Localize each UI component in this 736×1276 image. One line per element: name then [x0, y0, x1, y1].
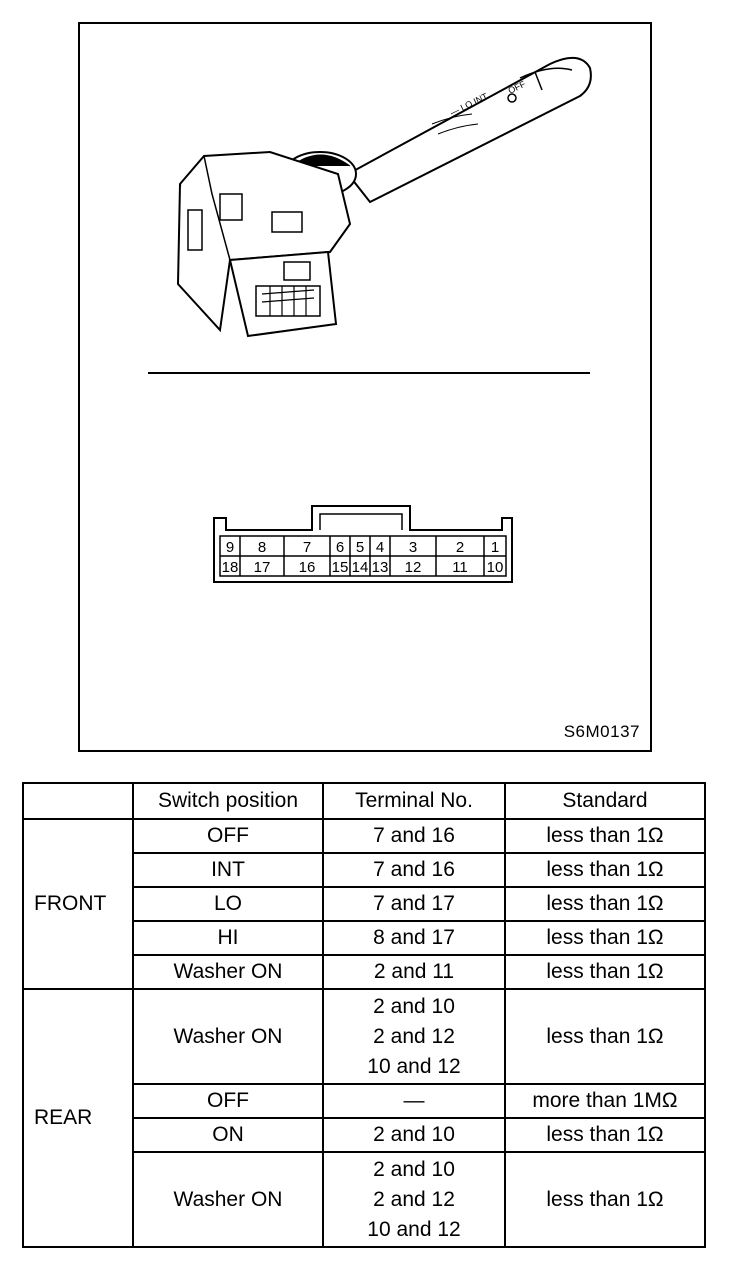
switch-position: LO — [132, 886, 324, 922]
table-row: HI 8 and 17 less than 1Ω — [23, 920, 706, 956]
terminal-label: 3 — [409, 539, 417, 556]
header-group — [22, 782, 134, 820]
table-row: OFF — more than 1MΩ — [23, 1083, 706, 1119]
figure-code: S6M0137 — [563, 722, 640, 741]
terminal-label: 15 — [332, 559, 349, 576]
switch-position: INT — [132, 852, 324, 888]
terminal-pair: 10 and 12 — [367, 1217, 461, 1241]
switch-position: OFF — [132, 818, 324, 854]
terminal-label: 12 — [405, 559, 422, 576]
table-row: INT 7 and 16 less than 1Ω — [23, 852, 706, 888]
group-label-rear: REAR — [22, 988, 134, 1248]
standard: less than 1Ω — [504, 852, 706, 888]
standard: less than 1Ω — [504, 886, 706, 922]
terminal-no: 7 and 16 — [322, 852, 506, 888]
separator-line — [148, 372, 590, 374]
terminal-no: 2 and 10 2 and 12 10 and 12 — [322, 988, 506, 1085]
switch-position: HI — [132, 920, 324, 956]
table-row: Washer ON 2 and 11 less than 1Ω — [23, 954, 706, 990]
table-row: Washer ON 2 and 10 2 and 12 10 and 12 le… — [23, 1151, 706, 1248]
terminal-no: 7 and 17 — [322, 886, 506, 922]
terminal-label: 2 — [456, 539, 464, 556]
connector-top-row: 9 8 7 6 5 4 3 2 1 — [226, 539, 499, 556]
terminal-no: 2 and 10 — [322, 1117, 506, 1153]
inspection-table: Switch position Terminal No. Standard FR… — [22, 782, 706, 1248]
switch-position: ON — [132, 1117, 324, 1153]
connector-terminal-diagram: 9 8 7 6 5 4 3 2 1 18 17 16 15 14 13 12 1… — [213, 505, 513, 583]
table-row: ON 2 and 10 less than 1Ω — [23, 1117, 706, 1153]
terminal-pair: 2 and 10 — [373, 994, 455, 1018]
terminal-label: 7 — [303, 539, 311, 556]
table-row: LO 7 and 17 less than 1Ω — [23, 886, 706, 922]
standard: more than 1MΩ — [504, 1083, 706, 1119]
terminal-label: 18 — [222, 559, 239, 576]
header-switch-position: Switch position — [132, 782, 324, 820]
terminal-pair: 2 and 12 — [373, 1187, 455, 1211]
switch-position: Washer ON — [132, 1151, 324, 1248]
standard: less than 1Ω — [504, 1151, 706, 1248]
switch-position: Washer ON — [132, 988, 324, 1085]
terminal-no: 7 and 16 — [322, 818, 506, 854]
connector-bottom-row: 18 17 16 15 14 13 12 11 10 — [222, 559, 504, 576]
header-standard: Standard — [504, 782, 706, 820]
wiper-switch-illustration: — LO INT OFF — [176, 57, 592, 338]
switch-position: OFF — [132, 1083, 324, 1119]
terminal-pair: 2 and 10 — [373, 1157, 455, 1181]
table-row: FRONT OFF 7 and 16 less than 1Ω — [22, 818, 706, 990]
standard: less than 1Ω — [504, 1117, 706, 1153]
standard: less than 1Ω — [504, 954, 706, 990]
terminal-label: 8 — [258, 539, 266, 556]
terminal-label: 4 — [376, 539, 384, 556]
terminal-label: 9 — [226, 539, 234, 556]
terminal-label: 6 — [336, 539, 344, 556]
header-row: Switch position Terminal No. Standard — [22, 782, 706, 820]
terminal-pair: 2 and 12 — [373, 1024, 455, 1048]
switch-figure: — LO INT OFF — [78, 22, 652, 752]
terminal-label: 13 — [372, 559, 389, 576]
terminal-label: 11 — [452, 559, 468, 576]
table-row: REAR Washer ON 2 and 10 2 and 12 10 and … — [22, 988, 706, 1248]
terminal-label: 1 — [491, 539, 499, 556]
terminal-no: 2 and 11 — [322, 954, 506, 990]
terminal-label: 16 — [299, 559, 316, 576]
terminal-no: — — [322, 1083, 506, 1119]
terminal-no: 2 and 10 2 and 12 10 and 12 — [322, 1151, 506, 1248]
terminal-label: 10 — [487, 559, 504, 576]
terminal-label: 5 — [356, 539, 364, 556]
terminal-no: 8 and 17 — [322, 920, 506, 956]
header-terminal-no: Terminal No. — [322, 782, 506, 820]
standard: less than 1Ω — [504, 818, 706, 854]
group-label-front: FRONT — [22, 818, 134, 990]
standard: less than 1Ω — [504, 988, 706, 1085]
terminal-pair: 10 and 12 — [367, 1054, 461, 1078]
terminal-label: 17 — [254, 559, 271, 576]
switch-position: Washer ON — [132, 954, 324, 990]
terminal-label: 14 — [352, 559, 369, 576]
standard: less than 1Ω — [504, 920, 706, 956]
